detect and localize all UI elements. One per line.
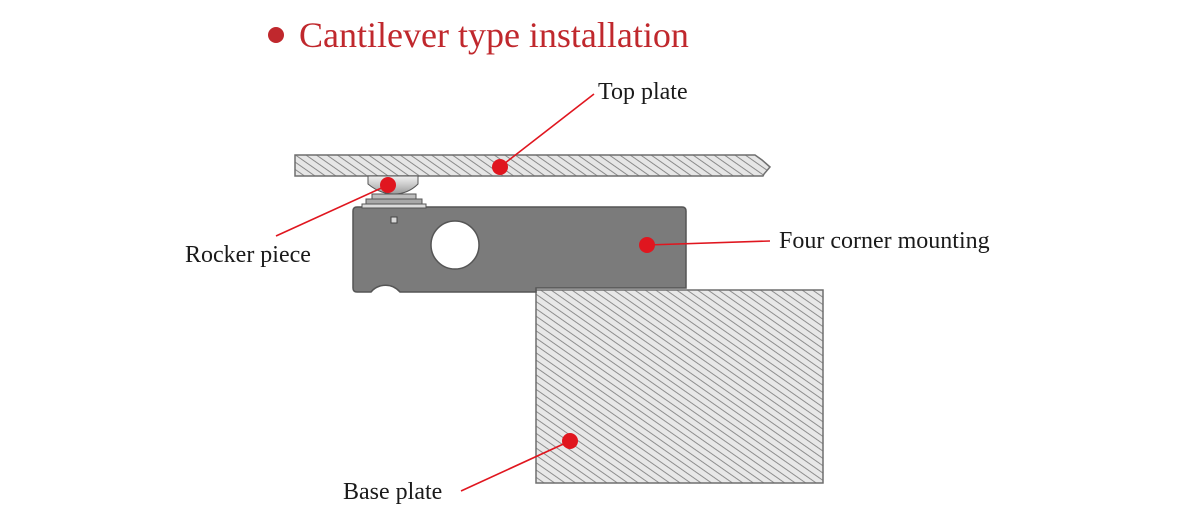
leader-top-plate bbox=[499, 93, 595, 168]
title-row: Cantilever type installation bbox=[268, 10, 689, 60]
label-rocker-piece: Rocker piece bbox=[185, 242, 311, 268]
top-plate bbox=[294, 154, 772, 177]
base-plate bbox=[535, 289, 824, 484]
marker-base-plate bbox=[562, 433, 578, 449]
load-cell-beam bbox=[352, 206, 687, 293]
label-four-corner-mounting: Four corner mounting bbox=[779, 228, 990, 254]
leader-rocker bbox=[275, 184, 389, 237]
beam-bolt bbox=[390, 216, 398, 224]
label-base-plate: Base plate bbox=[343, 479, 443, 505]
diagram-title: Cantilever type installation bbox=[299, 15, 689, 55]
leader-base-plate bbox=[460, 440, 571, 492]
marker-rocker bbox=[380, 177, 396, 193]
load-cell-hole bbox=[430, 220, 480, 270]
label-top-plate: Top plate bbox=[598, 79, 688, 105]
title-bullet-icon bbox=[268, 27, 284, 43]
marker-top-plate bbox=[492, 159, 508, 175]
leader-four-corner bbox=[646, 240, 771, 246]
marker-four-corner bbox=[639, 237, 655, 253]
